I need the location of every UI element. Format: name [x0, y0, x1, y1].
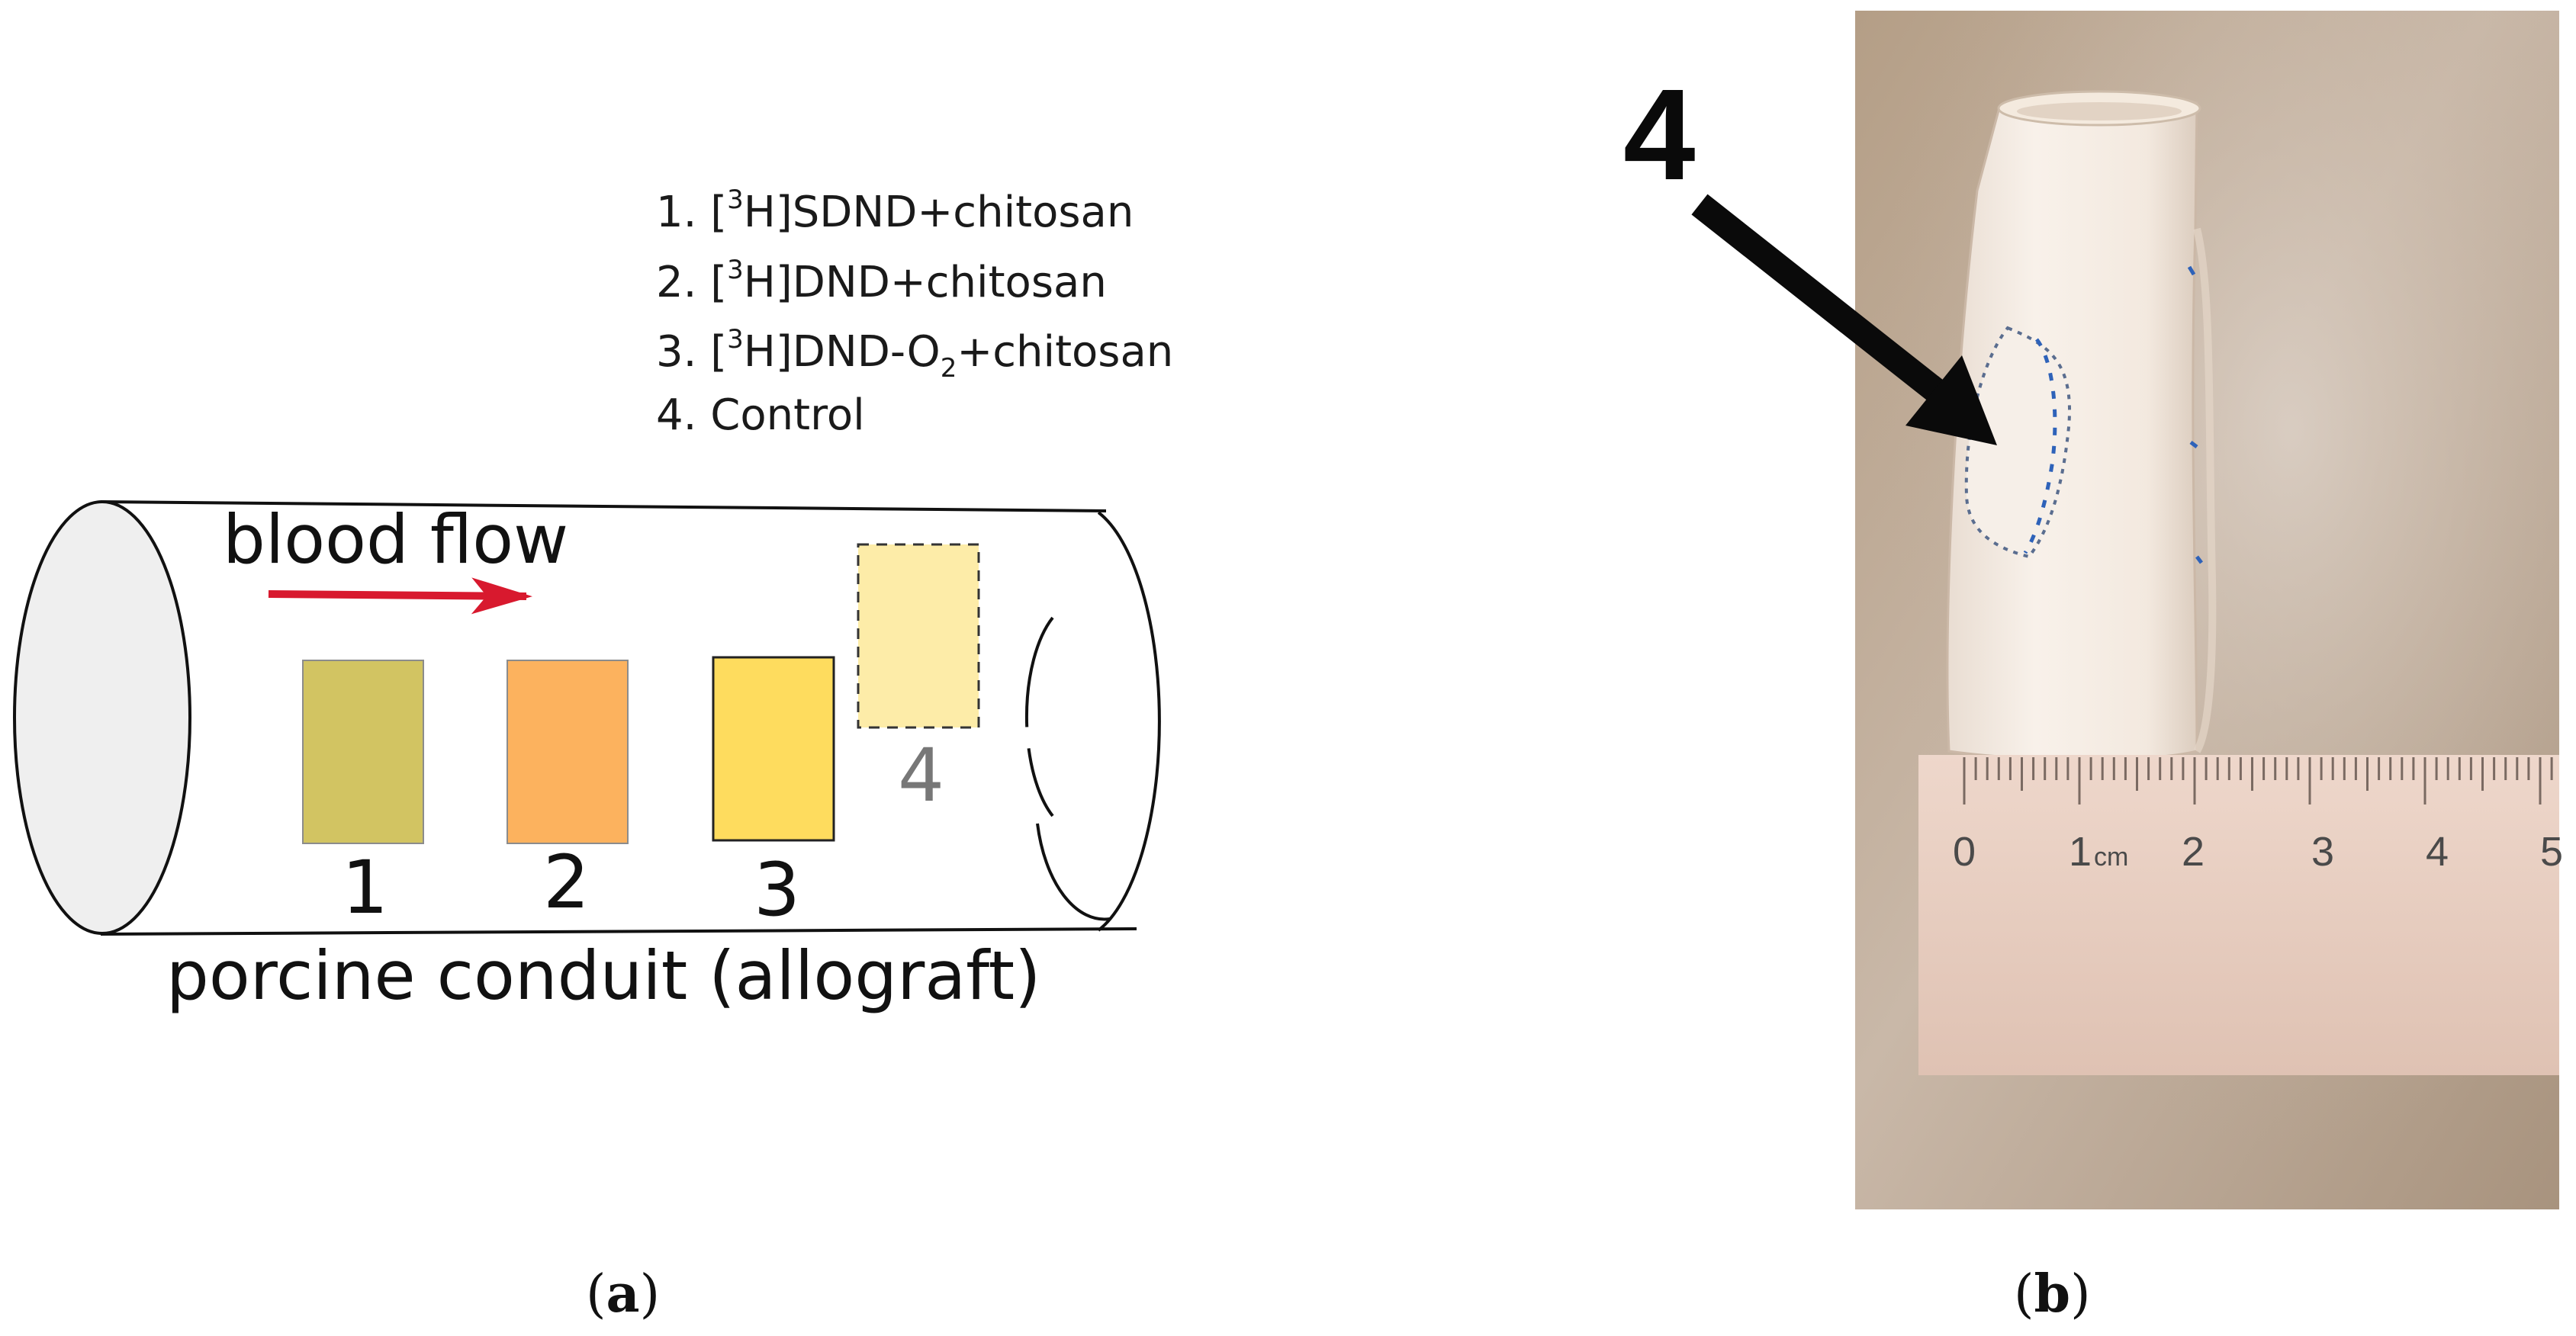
vessel-shadow-edge — [2193, 227, 2217, 753]
conduit-bottom-edge — [100, 927, 1137, 936]
panel-a-caption: (a) — [586, 1264, 660, 1325]
ruler-label-1: 1 — [2069, 829, 2092, 875]
blood-flow-arrow — [268, 577, 532, 615]
panel-b-caption: (b) — [2014, 1264, 2091, 1325]
ruler-label-5: 5 — [2540, 829, 2563, 875]
legend: 1. [3H]SDND+chitosan 2. [3H]DND+chitosan… — [656, 185, 1173, 440]
panel-a: 1. [3H]SDND+chitosan 2. [3H]DND+chitosan… — [13, 185, 1173, 1325]
sample-1-label: 1 — [342, 845, 388, 930]
legend-item-4: 4. Control — [656, 390, 865, 440]
conduit-left-opening — [13, 500, 191, 935]
conduit-inner-rim — [1024, 616, 1054, 817]
sample-3-patch — [712, 656, 835, 842]
photo: 0 1 cm 2 3 4 5 — [1855, 11, 2563, 1209]
conduit-right-end — [1097, 511, 1161, 932]
sample-4-patch-control — [857, 543, 980, 729]
sample-2-patch — [507, 660, 629, 844]
ruler-label-3: 3 — [2311, 829, 2334, 875]
blue-suture-line — [2023, 338, 2057, 554]
conduit-inner-rim-lower — [1036, 823, 1111, 921]
ruler: 0 1 cm 2 3 4 5 — [1918, 755, 2563, 1075]
panel-b: 0 1 cm 2 3 4 5 4 (b) — [1623, 11, 2563, 1325]
ruler-label-4: 4 — [2426, 829, 2449, 875]
vessel-lumen — [2017, 102, 2182, 120]
legend-item-2: 2. [3H]DND+chitosan — [656, 255, 1107, 307]
blood-flow-label: blood flow — [223, 500, 568, 579]
ruler-label-0: 0 — [1953, 829, 1976, 875]
marker-4-label: 4 — [1623, 63, 1696, 207]
ruler-ticks — [1963, 757, 2553, 804]
conduit-cylinder — [13, 500, 1161, 936]
ruler-label-2: 2 — [2182, 829, 2205, 875]
sample-1-patch — [302, 660, 424, 844]
sample-4-label: 4 — [898, 733, 944, 818]
legend-item-3: 3. [3H]DND-O2+chitosan — [656, 324, 1173, 384]
conduit-label: porcine conduit (allograft) — [166, 936, 1040, 1015]
ruler-unit: cm — [2094, 843, 2128, 872]
sample-3-label: 3 — [754, 847, 800, 933]
vessel-specimen — [1946, 90, 2217, 761]
marker-4-arrow-head — [1905, 355, 1997, 445]
sample-2-label: 2 — [543, 840, 590, 925]
marker-4-arrow-shaft — [1691, 194, 1961, 415]
conduit-top-edge — [100, 500, 1107, 512]
legend-item-1: 1. [3H]SDND+chitosan — [656, 185, 1134, 237]
ruler-body — [1918, 755, 2559, 1075]
blue-ink-marks — [2187, 265, 2203, 564]
